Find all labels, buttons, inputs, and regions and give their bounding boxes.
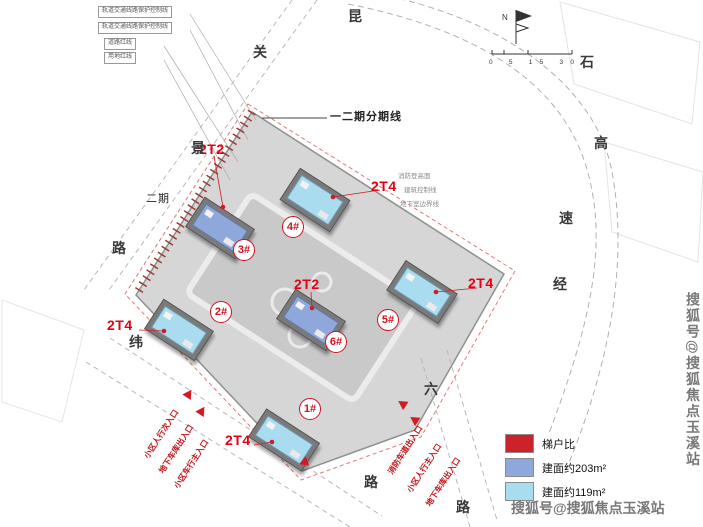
legend-item-ratio: 梯户比: [505, 434, 575, 453]
legend-item-119: 建面约119m²: [505, 482, 605, 501]
road-label: 路: [456, 499, 470, 515]
tier-label-building-3: 2T2: [199, 141, 225, 157]
road-label: 景: [191, 140, 205, 156]
building-badge-3: 3#: [233, 239, 255, 261]
building-badge-4: 4#: [282, 216, 304, 238]
road-label: 关: [253, 44, 267, 60]
tier-label-building-4: 2T4: [371, 178, 397, 194]
entrance-arrow-icon: [299, 455, 311, 466]
phase-division-label: 一二期分期线: [330, 111, 402, 123]
protection-line-note: 用地红线: [104, 52, 137, 64]
legend-label: 建面约119m²: [542, 486, 606, 499]
tier-label-building-5: 2T4: [468, 275, 494, 291]
site-note: 地下室边界线: [400, 201, 439, 208]
tier-label-building-2: 2T4: [107, 317, 133, 333]
north-letter: N: [502, 13, 508, 22]
legend-swatch-blue: [505, 458, 534, 477]
legend-label: 建面约203m²: [542, 462, 607, 475]
entrance-arrow-icon: [195, 404, 209, 417]
legend-label: 梯户比: [542, 438, 575, 451]
watermark-bottom: 搜狐号@搜狐焦点玉溪站: [511, 500, 665, 516]
building-badge-2: 2#: [210, 301, 232, 323]
road-label: 昆: [348, 8, 362, 24]
building-badge-6: 6#: [325, 331, 347, 353]
site-note: 消防登高面: [398, 173, 431, 180]
protection-line-note: 轨道交通线路保护控制线: [98, 6, 173, 18]
legend-swatch-lightblue: [505, 482, 534, 501]
road-label: 路: [364, 474, 378, 490]
entrance-arrow-icon: [182, 387, 196, 400]
road-label: 六: [424, 381, 438, 397]
scale-labels: 0 5 15 30: [489, 59, 574, 66]
road-label: 石: [580, 54, 594, 70]
phase-2-label: 二期: [146, 193, 170, 205]
tier-label-building-1: 2T4: [225, 432, 251, 448]
north-arrow-and-scale: N 0 5 15 30: [489, 10, 574, 66]
road-label: 经: [553, 276, 567, 292]
protection-line-note: 道路红线: [104, 38, 137, 50]
legend-item-203: 建面约203m²: [505, 458, 606, 477]
road-label: 路: [112, 240, 126, 256]
legend-swatch-red: [505, 434, 534, 453]
watermark-vertical: 搜狐号@搜狐焦点玉溪站: [685, 292, 701, 468]
north-arrow-icon: [516, 10, 532, 22]
road-label: 纬: [129, 334, 143, 350]
building-badge-5: 5#: [377, 309, 399, 331]
tier-label-building-6: 2T2: [294, 276, 320, 292]
building-badge-1: 1#: [299, 398, 321, 420]
road-label: 高: [594, 135, 608, 151]
site-note: 建筑控制线: [404, 187, 437, 194]
protection-line-note: 轨道交通线路保护控制线: [98, 22, 173, 34]
road-label: 速: [559, 210, 573, 226]
